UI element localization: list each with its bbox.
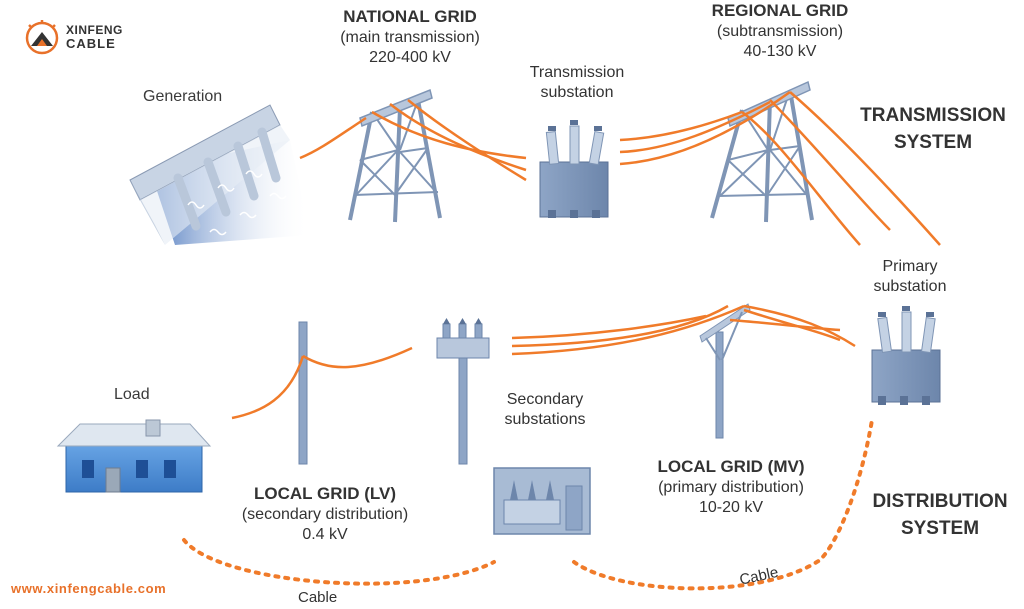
distribution-system-label: DISTRIBUTION SYSTEM [858, 489, 1022, 542]
primary-substation-line1: Primary [882, 258, 938, 275]
transmission-substation-label: Transmission substation [497, 63, 657, 104]
load-label: Load [114, 386, 150, 403]
transmission-substation-line2: substation [540, 84, 614, 102]
transmission-system-line1: TRANSMISSION [860, 105, 1006, 126]
national-grid-label: NATIONAL GRID (main transmission) 220-40… [310, 6, 510, 69]
brand-name: XINFENG CABLE [66, 23, 123, 51]
regional-grid-subtitle: (subtransmission) [716, 22, 844, 40]
distribution-system-line2: SYSTEM [900, 517, 980, 539]
brand-logo-icon [25, 20, 59, 55]
local-grid-lv-label: LOCAL GRID (LV) (secondary distribution)… [205, 483, 445, 546]
brand-name-line2: CABLE [66, 36, 116, 51]
secondary-substations-label: Secondary substations [485, 390, 605, 431]
brand-name-line1: XINFENG [66, 23, 123, 37]
generation-label: Generation [143, 88, 223, 105]
national-grid-subtitle: (main transmission) [340, 28, 480, 46]
underground-cables [182, 418, 874, 591]
pole-transformer-icon [436, 318, 490, 465]
lv-pole-icon [298, 321, 308, 465]
national-grid-tower-icon [348, 88, 442, 223]
cable-left-label: Cable [298, 589, 338, 606]
secondary-substations-line2: substations [504, 411, 586, 429]
mv-pole-icon [699, 303, 751, 439]
transmission-substation-line1: Transmission [529, 64, 625, 81]
kiosk-substation-icon [493, 467, 591, 535]
transmission-substation-icon [539, 120, 609, 218]
local-grid-lv-voltage: 0.4 kV [302, 526, 348, 544]
primary-substation-line2: substation [873, 278, 947, 296]
secondary-substations-line1: Secondary [506, 391, 584, 408]
primary-substation-icon [871, 306, 941, 405]
local-grid-lv-subtitle: (secondary distribution) [241, 505, 409, 523]
regional-grid-voltage: 40-130 kV [743, 43, 817, 61]
local-grid-mv-subtitle: (primary distribution) [658, 478, 804, 496]
regional-grid-title: REGIONAL GRID [711, 1, 849, 20]
local-grid-mv-voltage: 10-20 kV [698, 499, 764, 517]
house-load-icon [56, 419, 212, 493]
local-grid-lv-title: LOCAL GRID (LV) [254, 484, 396, 503]
primary-substation-label: Primary substation [850, 257, 970, 298]
distribution-system-line1: DISTRIBUTION [872, 491, 1008, 512]
transmission-system-label: TRANSMISSION SYSTEM [850, 103, 1016, 156]
local-grid-mv-label: LOCAL GRID (MV) (primary distribution) 1… [616, 456, 846, 519]
transmission-system-line2: SYSTEM [893, 131, 973, 153]
regional-grid-tower-icon [710, 80, 814, 223]
national-grid-title: NATIONAL GRID [343, 7, 477, 26]
website-link[interactable]: www.xinfengcable.com [11, 581, 167, 596]
regional-grid-label: REGIONAL GRID (subtransmission) 40-130 k… [680, 0, 880, 63]
generation-dam-icon [129, 104, 310, 245]
national-grid-voltage: 220-400 kV [369, 49, 451, 67]
local-grid-mv-title: LOCAL GRID (MV) [657, 457, 805, 476]
overhead-wires [231, 90, 941, 420]
